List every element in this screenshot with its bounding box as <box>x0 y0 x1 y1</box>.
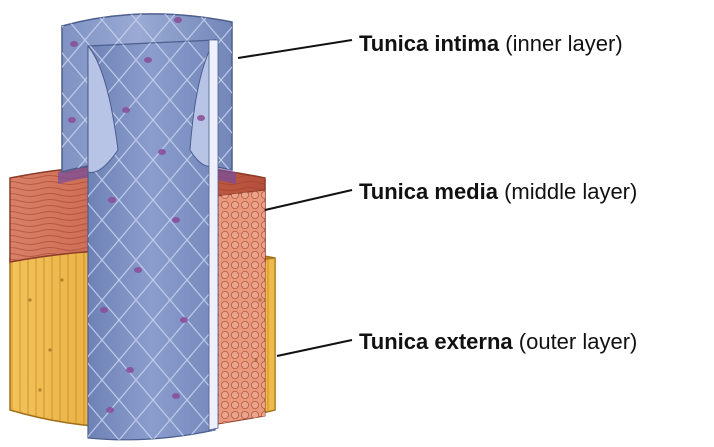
leader-line-media <box>265 190 352 210</box>
label-tunica-intima: Tunica intima (inner layer) <box>359 31 623 57</box>
label-tunica-intima-term: Tunica intima <box>359 31 499 56</box>
label-tunica-media-term: Tunica media <box>359 179 498 204</box>
label-tunica-externa-term: Tunica externa <box>359 329 513 354</box>
label-tunica-intima-desc: (inner layer) <box>499 31 622 56</box>
label-tunica-externa-desc: (outer layer) <box>513 329 638 354</box>
leader-line-intima <box>238 40 352 58</box>
label-tunica-externa: Tunica externa (outer layer) <box>359 329 637 355</box>
leader-line-externa <box>277 340 352 356</box>
tunica-intima-layer <box>62 14 232 440</box>
label-tunica-media-desc: (middle layer) <box>498 179 637 204</box>
label-tunica-media: Tunica media (middle layer) <box>359 179 637 205</box>
